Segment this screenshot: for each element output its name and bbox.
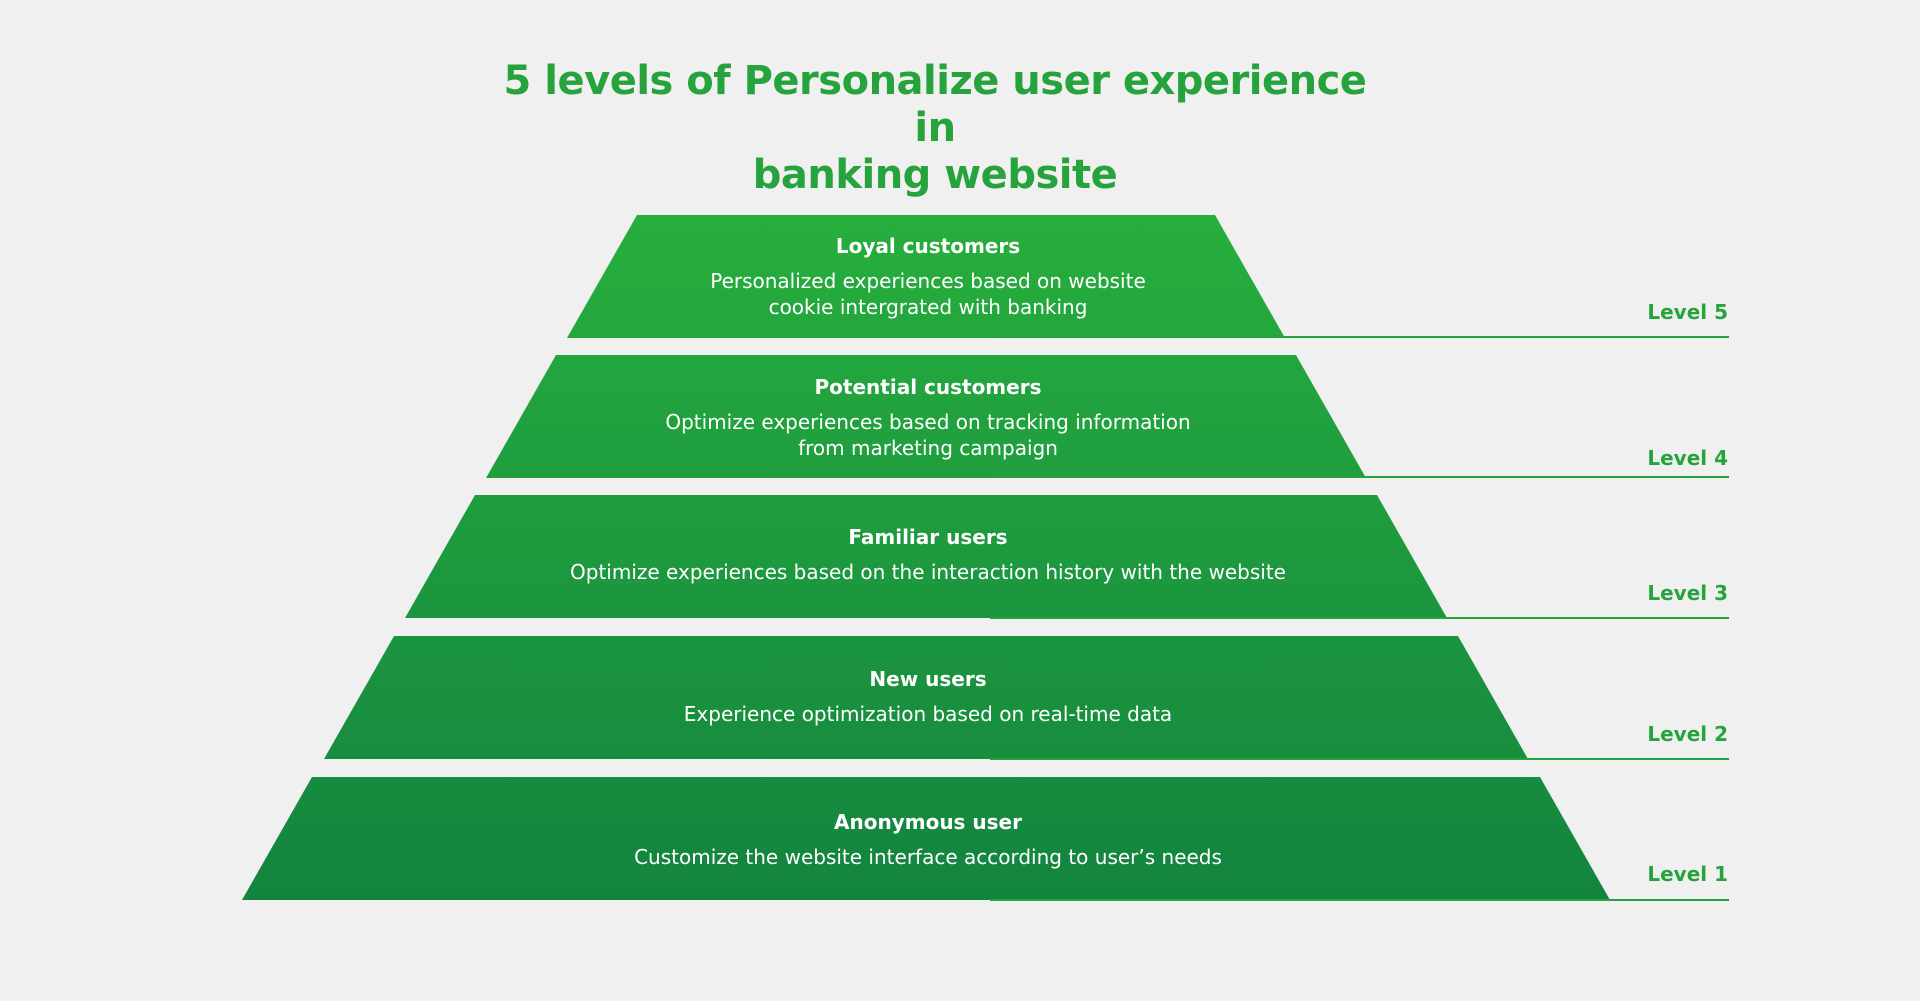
tier-level-4-description-line-2: from marketing campaign	[798, 436, 1058, 460]
tier-level-5-heading: Loyal customers	[835, 234, 1021, 258]
tier-level-3-description-line-1: Optimize experiences based on the intera…	[570, 560, 1286, 584]
pyramid-tier-level-1	[242, 777, 1610, 900]
pyramid-tier-level-3	[405, 495, 1447, 618]
tier-level-1-description-line-1: Customize the website interface accordin…	[634, 845, 1222, 869]
level-4-label: Level 4	[1647, 446, 1728, 470]
diagram-title-line-2: banking website	[752, 152, 1118, 198]
pyramid-tier-level-4	[486, 355, 1366, 478]
tier-level-2-heading: New users	[869, 667, 987, 691]
level-5-label: Level 5	[1647, 300, 1728, 324]
tier-level-5-content: Loyal customers Personalized experiences…	[528, 233, 1328, 320]
level-3-label: Level 3	[1647, 581, 1728, 605]
tier-level-3-content: Familiar users Optimize experiences base…	[528, 524, 1328, 585]
tier-level-1-content: Anonymous user Customize the website int…	[528, 809, 1328, 870]
tier-level-3-heading: Familiar users	[848, 525, 1008, 549]
tier-level-4-heading: Potential customers	[814, 375, 1042, 399]
diagram-title-line-1: 5 levels of Personalize user experience …	[503, 58, 1367, 151]
tier-level-1-heading: Anonymous user	[834, 810, 1022, 834]
level-2-label: Level 2	[1647, 722, 1728, 746]
level-1-label: Level 1	[1647, 862, 1728, 886]
tier-level-2-content: New users Experience optimization based …	[528, 666, 1328, 727]
tier-level-4-description-line-1: Optimize experiences based on tracking i…	[665, 410, 1191, 434]
tier-level-4-content: Potential customers Optimize experiences…	[528, 374, 1328, 461]
tier-level-5-description-line-1: Personalized experiences based on websit…	[710, 269, 1146, 293]
tier-level-5-description-line-2: cookie intergrated with banking	[768, 295, 1088, 319]
tier-level-2-description-line-1: Experience optimization based on real-ti…	[683, 702, 1173, 726]
pyramid-tier-level-2	[324, 636, 1528, 759]
diagram-title: 5 levels of Personalize user experience …	[480, 58, 1390, 199]
pyramid-tier-level-5	[567, 215, 1285, 338]
